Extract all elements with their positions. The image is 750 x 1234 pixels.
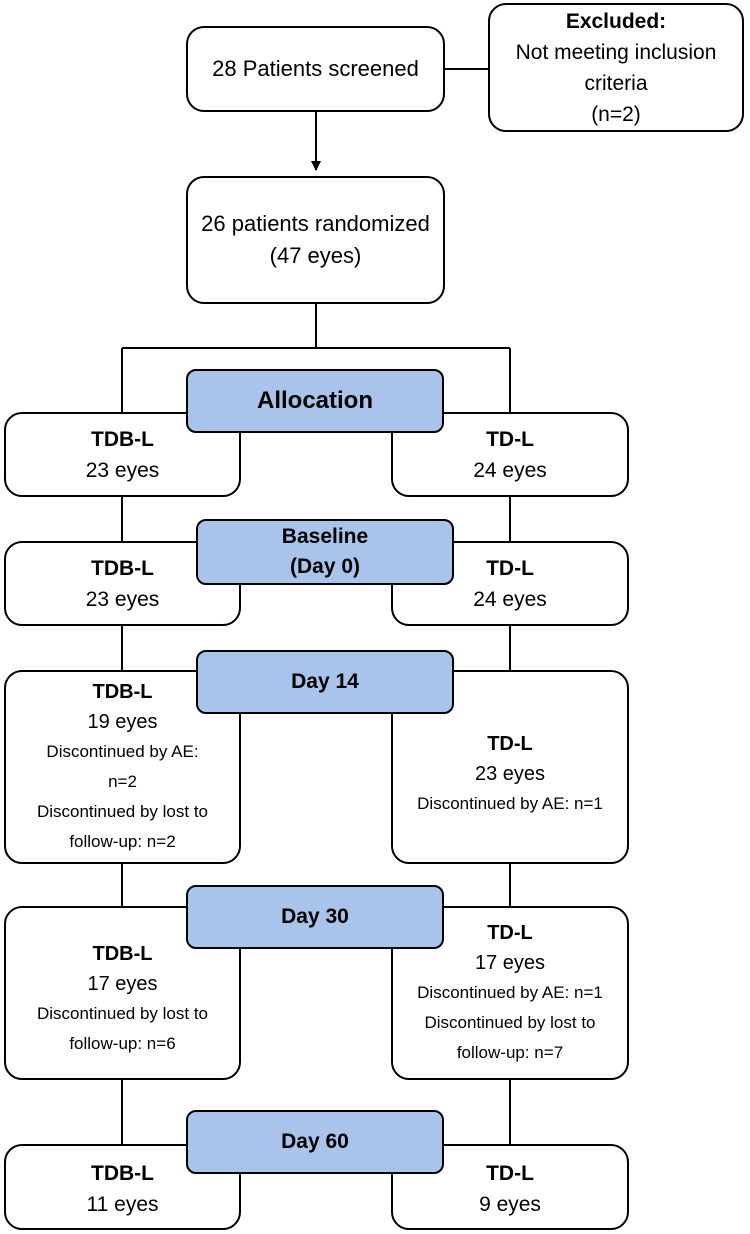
stage-day14: Day 14	[196, 650, 454, 714]
baseline-left-eyes: 23 eyes	[85, 587, 160, 611]
day60-right-box: TD-L 9 eyes	[391, 1144, 629, 1230]
excluded-line2: criteria	[584, 71, 648, 95]
stage-day60-label: Day 60	[281, 1130, 349, 1153]
baseline-right-arm: TD-L	[486, 556, 534, 580]
day14-left-note3: Discontinued by lost to	[36, 802, 209, 821]
day60-right-arm: TD-L	[486, 1162, 534, 1185]
day60-left-arm: TDB-L	[91, 1162, 154, 1185]
stage-day30: Day 30	[186, 885, 444, 949]
stage-allocation: Allocation	[186, 369, 444, 433]
randomized-box: 26 patients randomized (47 eyes)	[186, 176, 445, 304]
randomized-line1: 26 patients randomized	[201, 211, 430, 236]
day30-left-note1: Discontinued by lost to	[36, 1004, 209, 1023]
stage-baseline-line1: Baseline	[281, 525, 369, 548]
allocation-left-arm: TDB-L	[91, 427, 154, 451]
allocation-left-eyes: 23 eyes	[85, 458, 160, 482]
excluded-line1: Not meeting inclusion	[515, 40, 717, 64]
screening-box: 28 Patients screened	[186, 26, 445, 112]
stage-day14-label: Day 14	[291, 670, 359, 693]
day14-right-note1: Discontinued by AE: n=1	[417, 794, 603, 813]
day30-right-note3: follow-up: n=7	[456, 1043, 564, 1062]
day14-right-arm: TD-L	[487, 733, 533, 755]
day30-right-arm: TD-L	[487, 922, 533, 944]
baseline-left-arm: TDB-L	[91, 556, 154, 580]
randomized-line2: (47 eyes)	[269, 243, 362, 268]
day30-left-note2: follow-up: n=6	[69, 1034, 176, 1053]
stage-baseline: Baseline (Day 0)	[196, 519, 454, 585]
day30-right-note1: Discontinued by AE: n=1	[417, 983, 603, 1002]
day30-left-box: TDB-L 17 eyes Discontinued by lost to fo…	[4, 906, 241, 1080]
day14-left-note4: follow-up: n=2	[69, 832, 176, 851]
day14-left-note2: n=2	[108, 772, 137, 791]
allocation-right-eyes: 24 eyes	[473, 458, 547, 482]
day14-left-note1: Discontinued by AE:	[46, 742, 199, 761]
day30-right-note2: Discontinued by lost to	[424, 1013, 596, 1032]
baseline-right-eyes: 24 eyes	[473, 587, 547, 611]
day60-right-eyes: 9 eyes	[479, 1193, 541, 1216]
day14-right-eyes: 23 eyes	[474, 763, 546, 785]
day30-right-eyes: 17 eyes	[474, 952, 546, 974]
excluded-count: (n=2)	[591, 102, 641, 126]
excluded-box: Excluded: Not meeting inclusion criteria…	[488, 3, 744, 132]
stage-day60: Day 60	[186, 1110, 444, 1174]
day14-left-eyes: 19 eyes	[87, 711, 158, 733]
day14-left-arm: TDB-L	[92, 681, 153, 703]
day60-left-eyes: 11 eyes	[86, 1193, 159, 1216]
stage-day30-label: Day 30	[281, 905, 349, 928]
day30-left-arm: TDB-L	[92, 943, 153, 965]
excluded-title: Excluded:	[565, 9, 667, 33]
allocation-right-arm: TD-L	[486, 427, 534, 451]
stage-baseline-line2: (Day 0)	[289, 555, 361, 578]
screening-text: 28 Patients screened	[212, 56, 419, 81]
stage-allocation-label: Allocation	[256, 387, 373, 414]
day30-left-eyes: 17 eyes	[87, 973, 158, 995]
